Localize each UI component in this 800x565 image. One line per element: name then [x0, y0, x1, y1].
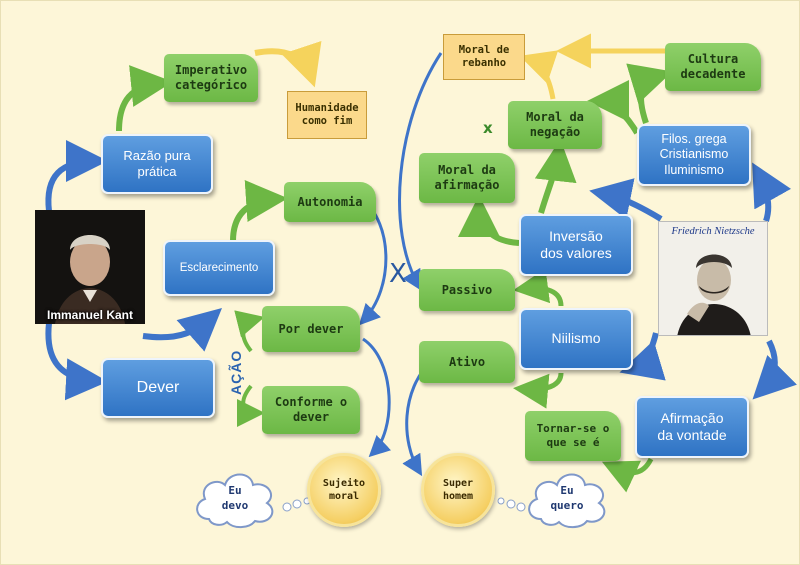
arrow-kant-to-dever: [45, 322, 108, 401]
arrow-inversao-to-afirmacao: [458, 195, 520, 246]
cloud-eu-devo-text: Eu devo: [221, 483, 249, 512]
cloud-eu-devo: Eu devo: [189, 465, 281, 531]
arrow-inversao-to-negacao: [534, 139, 577, 214]
note-moral-de-rebanho[interactable]: Moral de rebanho: [443, 34, 525, 80]
arrow-razao-to-imperativo: [116, 65, 173, 132]
nietzsche-signature-label: Friedrich Nietzsche: [671, 226, 755, 237]
cloud-eu-quero-text: Eu quero: [550, 483, 584, 512]
kant-figure-image: [55, 235, 125, 324]
node-moral-da-negacao[interactable]: Moral da negação: [508, 101, 602, 149]
node-afirmacao-da-vontade[interactable]: Afirmação da vontade: [635, 396, 749, 458]
arrow-acao-to-por-dever: [234, 310, 265, 353]
circle-sujeito-moral[interactable]: Sujeito moral: [307, 453, 381, 527]
node-inversao-dos-valores[interactable]: Inversão dos valores: [519, 214, 633, 276]
arrow-nietzsche-to-niilismo: [619, 332, 666, 381]
arrow-nietzsche-to-afirmacao-vontade: [752, 339, 798, 400]
arrow-esclarecimento-to-autonomia: [230, 180, 288, 242]
node-razao-pura-pratica[interactable]: Razão pura prática: [101, 134, 213, 194]
arrow-negacao-to-rebanho: [519, 50, 559, 100]
node-moral-da-afirmacao[interactable]: Moral da afirmação: [419, 153, 515, 203]
arrow-niilismo-to-passivo: [513, 268, 564, 307]
cloud-shape-right: [528, 473, 606, 529]
node-imperativo-categorico[interactable]: Imperativo categórico: [164, 54, 258, 102]
arrow-por-dever-to-sujeito: [362, 337, 392, 458]
node-cultura-decadente[interactable]: Cultura decadente: [665, 43, 761, 91]
nietzsche-portrait: Friedrich Nietzsche: [658, 221, 768, 336]
node-filos-grega-cristianismo-iluminismo[interactable]: Filos. grega Cristianismo Iluminismo: [637, 124, 751, 186]
node-esclarecimento[interactable]: Esclarecimento: [163, 240, 275, 296]
arrow-filos-to-cultura: [626, 63, 673, 124]
node-dever[interactable]: Dever: [101, 358, 215, 418]
node-passivo[interactable]: Passivo: [419, 269, 515, 311]
arrow-afirmacao-vontade-to-tornar: [601, 457, 654, 493]
cloud-shape-left: [196, 473, 274, 529]
node-por-dever[interactable]: Por dever: [262, 306, 360, 352]
arrow-filos-to-negacao: [587, 80, 640, 135]
arrow-imperativo-to-humanidade: [254, 40, 322, 88]
node-tornar-se-o-que-se-e[interactable]: Tornar-se o que se é: [525, 411, 621, 461]
kant-name-label: Immanuel Kant: [46, 308, 133, 322]
arrow-niilismo-to-ativo: [513, 372, 564, 409]
small-x-mark: x: [483, 119, 493, 137]
label-acao: AÇÃO: [228, 349, 244, 395]
note-humanidade-como-fim[interactable]: Humanidade como fim: [287, 91, 367, 139]
nietzsche-figure-image: [677, 254, 751, 335]
node-conforme-o-dever[interactable]: Conforme o dever: [262, 386, 360, 434]
node-autonomia[interactable]: Autonomia: [284, 182, 376, 222]
arrow-nietzsche-to-filos: [752, 162, 792, 222]
thought-dots-left: [282, 497, 311, 512]
node-ativo[interactable]: Ativo: [419, 341, 515, 383]
arrow-kant-to-por-dever: [142, 308, 222, 352]
circle-super-homem[interactable]: Super homem: [421, 453, 495, 527]
contrast-x-mark: X: [389, 259, 407, 289]
node-niilismo[interactable]: Niilismo: [519, 308, 633, 370]
cloud-eu-quero: Eu quero: [521, 465, 613, 531]
arrow-kant-to-razao: [45, 140, 108, 212]
kant-portrait: Immanuel Kant: [35, 210, 145, 324]
